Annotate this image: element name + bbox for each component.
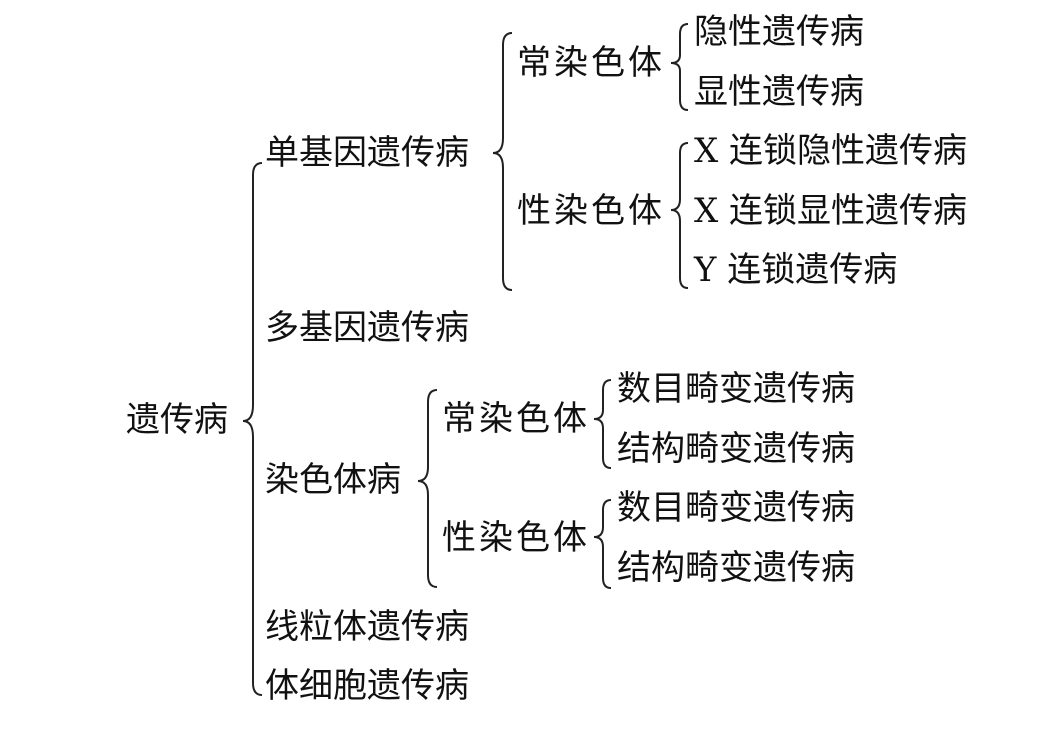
single-gene-autosomal-brace: [670, 23, 689, 111]
root-brace: [242, 162, 263, 696]
single-gene-label: 单基因遗传病: [265, 133, 469, 173]
chromosomal-autosomal-type: 结构畸变遗传病: [617, 429, 855, 469]
single-gene-sex-type: X 连锁隐性遗传病: [694, 131, 968, 171]
multi-gene-label: 多基因遗传病: [265, 308, 469, 348]
single-gene-autosomal-type: 显性遗传病: [694, 72, 864, 112]
single-gene-autosomal-type: 隐性遗传病: [694, 12, 864, 52]
chromosomal-sex-type: 结构畸变遗传病: [617, 548, 855, 588]
chromosomal-brace: [417, 389, 438, 588]
chromosomal-sex-label: 性染色体: [442, 518, 590, 558]
somatic-label: 体细胞遗传病: [265, 666, 469, 706]
single-gene-sex-type: X 连锁显性遗传病: [694, 191, 968, 231]
single-gene-sex-brace: [670, 142, 689, 289]
chromosomal-autosomal-brace: [593, 379, 612, 469]
chromosomal-sex-type: 数目畸变遗传病: [617, 488, 855, 528]
chromosomal-label: 染色体病: [265, 460, 401, 500]
chromosomal-autosomal-type: 数目畸变遗传病: [617, 369, 855, 409]
single-gene-brace: [492, 32, 513, 291]
single-gene-sex-type: Y 连锁遗传病: [694, 250, 898, 290]
mitochondrial-label: 线粒体遗传病: [265, 607, 469, 647]
root-label: 遗传病: [126, 400, 228, 440]
chromosomal-sex-brace: [593, 499, 612, 589]
chromosomal-autosomal-label: 常染色体: [442, 399, 590, 439]
single-gene-sex-label: 性染色体: [517, 191, 665, 231]
single-gene-autosomal-label: 常染色体: [517, 43, 665, 83]
